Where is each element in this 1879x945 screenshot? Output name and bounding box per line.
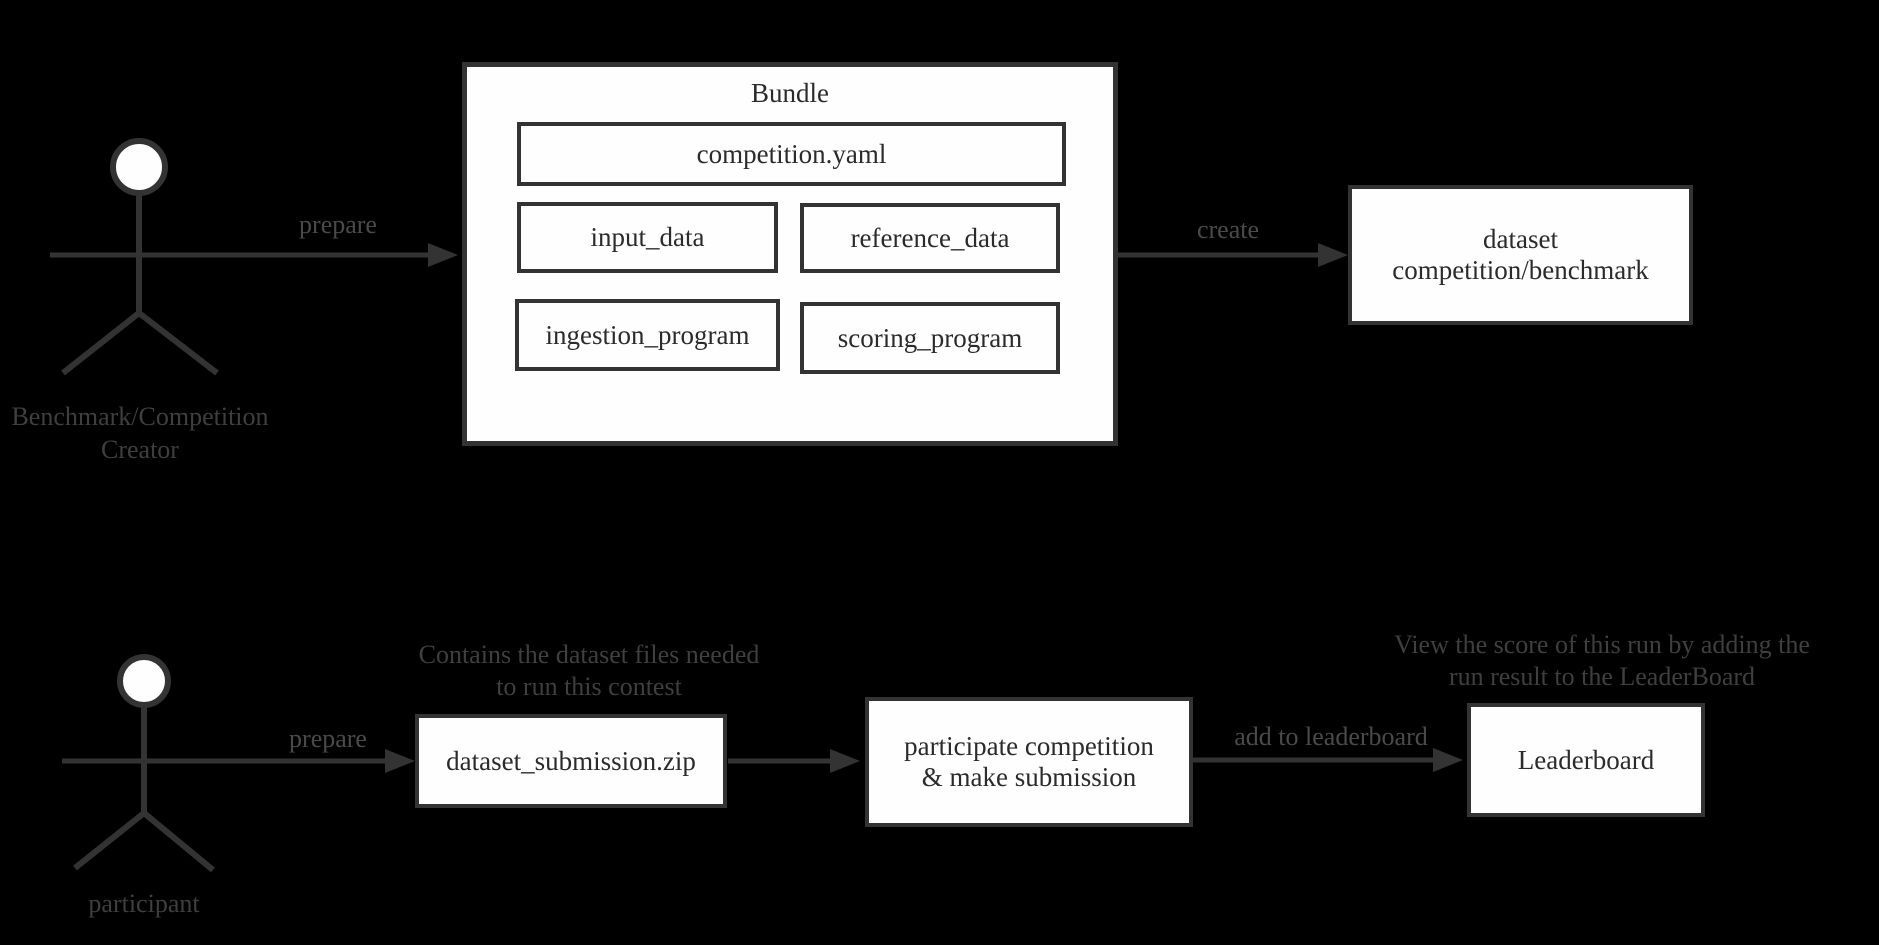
reference-data-box: reference_data [800, 203, 1060, 273]
creator-actor-label: Benchmark/Competition Creator [11, 400, 268, 466]
participant-actor-label: participant [88, 889, 200, 918]
submission-note-line2: to run this contest [496, 672, 682, 701]
leaderboard-note: View the score of this run by adding the… [1394, 629, 1810, 693]
prepare-arrow-bottom-label: prepare [289, 724, 367, 753]
submission-note-line1: Contains the dataset files needed [418, 640, 760, 669]
scoring-program-box: scoring_program [800, 302, 1060, 374]
participate-label-line1: participate competition [904, 731, 1154, 761]
bundle-title: Bundle [751, 78, 829, 108]
reference-data-label: reference_data [850, 222, 1010, 253]
creator-actor-icon [61, 138, 219, 376]
create-arrow-label: create [1196, 215, 1260, 244]
leaderboard-note-line1: View the score of this run by adding the [1394, 630, 1810, 659]
creator-actor-label-line1: Benchmark/Competition [11, 402, 269, 431]
submission-arrow [728, 749, 860, 773]
competition-yaml-box: competition.yaml [517, 122, 1066, 186]
dataset-benchmark-label-line1: dataset [1483, 224, 1558, 254]
leaderboard-box: Leaderboard [1467, 703, 1705, 817]
prepare-arrow-top-label: prepare [299, 210, 377, 239]
dataset-benchmark-label-line2: competition/benchmark [1392, 255, 1649, 285]
dataset-submission-box: dataset_submission.zip [415, 714, 727, 808]
leaderboard-label: Leaderboard [1517, 744, 1655, 775]
input-data-box: input_data [517, 202, 778, 273]
create-arrow [1118, 243, 1348, 267]
input-data-label: input_data [590, 222, 705, 252]
creator-actor-label-line2: Creator [101, 435, 179, 464]
prepare-arrow-bottom [62, 749, 415, 773]
leaderboard-arrow [1193, 748, 1463, 772]
participate-label-line2: & make submission [921, 762, 1137, 792]
ingestion-program-label: ingestion_program [545, 319, 750, 350]
prepare-arrow-top [50, 243, 458, 267]
scoring-program-label: scoring_program [837, 322, 1023, 353]
competition-yaml-label: competition.yaml [696, 138, 887, 169]
participate-box: participate competition & make submissio… [865, 697, 1193, 827]
dataset-submission-label: dataset_submission.zip [446, 745, 696, 776]
submission-note: Contains the dataset files needed to run… [419, 639, 760, 703]
ingestion-program-box: ingestion_program [515, 299, 780, 371]
leaderboard-arrow-label: add to leaderboard [1234, 722, 1428, 751]
dataset-benchmark-box: dataset competition/benchmark [1348, 185, 1693, 325]
leaderboard-note-line2: run result to the LeaderBoard [1448, 662, 1756, 691]
